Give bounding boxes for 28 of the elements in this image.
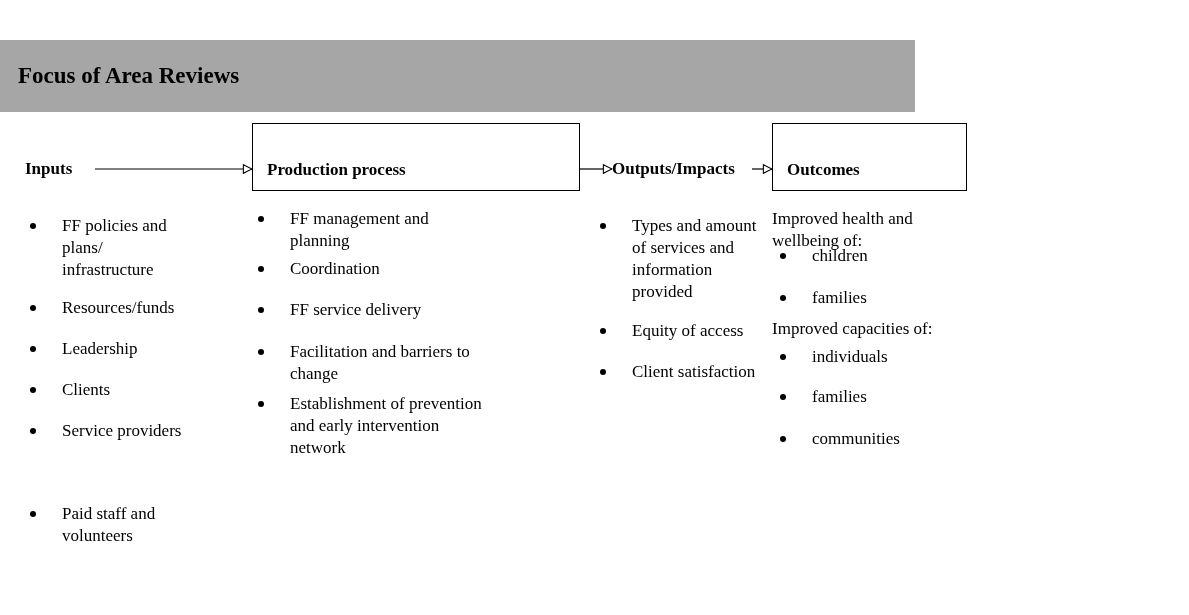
stage-box: Outcomes xyxy=(772,123,967,191)
list-item: Client satisfaction xyxy=(632,361,757,383)
list-item: Paid staff and volunteers xyxy=(62,503,157,547)
list-item: Facilitation and barriers to change xyxy=(290,341,471,385)
list-item: communities xyxy=(812,428,901,450)
stage-heading: Outputs/Impacts xyxy=(612,150,752,190)
list-item: Establishment of prevention and early intervention network xyxy=(290,393,483,459)
list-item: FF management and planning xyxy=(290,208,430,252)
stage-box: Production process xyxy=(252,123,580,191)
list-item: families xyxy=(812,287,868,309)
list-item: Types and amount of services and information provided xyxy=(632,215,757,303)
arrow xyxy=(94,164,253,174)
list-item: Clients xyxy=(62,379,112,401)
list-item: Leadership xyxy=(62,338,139,360)
stage-heading: Inputs xyxy=(25,150,95,190)
list-item: individuals xyxy=(812,346,889,368)
note-text: Improved capacities of: xyxy=(772,318,934,340)
list-item: Resources/funds xyxy=(62,297,176,319)
list-item: FF policies and plans/ infrastructure xyxy=(62,215,168,281)
arrow xyxy=(751,164,773,174)
arrow xyxy=(579,164,613,174)
list-item: FF service delivery xyxy=(290,299,423,321)
title-banner: Focus of Area Reviews xyxy=(0,40,915,112)
list-item: Equity of access xyxy=(632,320,745,342)
list-item: Service providers xyxy=(62,420,182,442)
note-text: Improved health and wellbeing of: xyxy=(772,208,914,250)
list-item: families xyxy=(812,386,868,408)
list-item: Coordination xyxy=(290,258,381,280)
